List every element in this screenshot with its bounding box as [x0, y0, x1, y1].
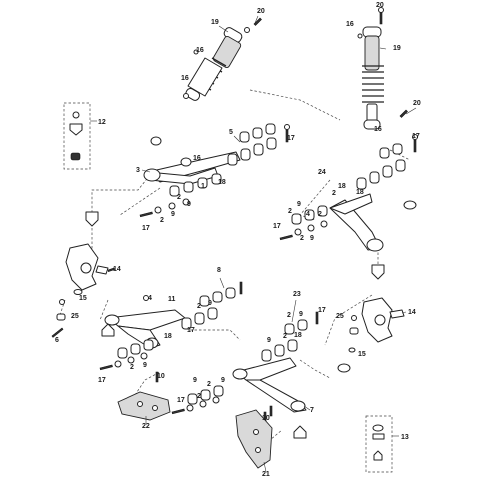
label-20b: 20 [376, 2, 384, 9]
detail-box-13 [365, 415, 399, 473]
label-9g: 9 [299, 311, 303, 318]
label-2g: 2 [197, 303, 201, 310]
label-2d: 2 [288, 208, 292, 215]
fasteners-left-knuckle [51, 289, 359, 353]
label-23: 23 [293, 291, 301, 298]
label-25a: 25 [71, 313, 79, 320]
label-22: 22 [142, 423, 150, 430]
label-5: 5 [229, 129, 233, 136]
label-17f: 17 [98, 377, 106, 384]
label-9c: 9 [297, 201, 301, 208]
label-9b: 9 [171, 211, 175, 218]
label-18a: 18 [218, 179, 226, 186]
label-3: 3 [136, 167, 140, 174]
label-21: 21 [262, 471, 270, 478]
lower-control-arm-right [232, 357, 307, 413]
label-19b: 19 [393, 45, 401, 52]
label-24: 24 [318, 169, 326, 176]
label-16d: 16 [374, 126, 382, 133]
label-14a: 14 [113, 266, 121, 273]
label-9a: 9 [187, 201, 191, 208]
label-9h: 9 [267, 337, 271, 344]
label-20c: 20 [413, 100, 421, 107]
label-18b: 18 [338, 183, 346, 190]
label-16a: 16 [196, 47, 204, 54]
label-20a: 20 [257, 8, 265, 15]
label-2h: 2 [130, 364, 134, 371]
shock-absorber-left [183, 17, 262, 101]
label-12: 12 [98, 119, 106, 126]
label-2i: 2 [287, 312, 291, 319]
skid-plate-right [235, 405, 273, 469]
steering-knuckle-left [65, 243, 115, 291]
assembly-dashed-lines [59, 89, 411, 441]
label-25b: 25 [336, 313, 344, 320]
skid-plate-left [117, 391, 171, 421]
label-9e: 9 [208, 300, 212, 307]
label-18c: 18 [356, 189, 364, 196]
label-10a: 10 [157, 373, 165, 380]
label-7: 7 [310, 407, 314, 414]
label-16e: 16 [193, 155, 201, 162]
label-9d: 9 [310, 235, 314, 242]
label-2a: 2 [177, 194, 181, 201]
label-17g: 17 [318, 307, 326, 314]
label-9i: 9 [221, 377, 225, 384]
steering-knuckle-right [361, 297, 405, 343]
label-4: 4 [306, 211, 310, 218]
label-2f: 2 [300, 235, 304, 242]
bushings-lower-left [99, 281, 243, 383]
label-19a: 19 [211, 19, 219, 26]
label-6: 6 [55, 337, 59, 344]
label-1: 1 [201, 183, 205, 190]
label-2k: 2 [207, 381, 211, 388]
shock-absorber-right [357, 7, 408, 130]
label-16b: 16 [181, 75, 189, 82]
bushings-lower-right [171, 311, 351, 425]
label-leaders [108, 15, 417, 473]
label-17a: 17 [412, 133, 420, 140]
label-2c: 2 [332, 190, 336, 197]
label-2b: 2 [160, 217, 164, 224]
bushings-upper-right [279, 134, 418, 241]
label-13: 13 [401, 434, 409, 441]
bushings-upper-left [139, 123, 290, 218]
upper-control-arm-right [329, 193, 384, 252]
label-15a: 15 [79, 295, 87, 302]
label-17c: 17 [142, 225, 150, 232]
ball-joints [85, 211, 385, 439]
label-16c: 16 [346, 21, 354, 28]
label-17h: 17 [177, 397, 185, 404]
label-9j: 9 [193, 377, 197, 384]
label-9f: 9 [143, 362, 147, 369]
label-17e: 17 [187, 327, 195, 334]
label-2e: 2 [318, 211, 322, 218]
label-17d: 17 [273, 223, 281, 230]
label-18e: 18 [294, 332, 302, 339]
label-11: 11 [168, 296, 176, 303]
label-4b: 4 [148, 295, 152, 302]
label-14b: 14 [408, 309, 416, 316]
label-17b: 17 [287, 135, 295, 142]
label-10b: 10 [262, 415, 270, 422]
label-2j: 2 [283, 333, 287, 340]
part-number-labels: 20 19 16 16 20 16 19 20 16 17 12 5 17 16… [55, 2, 421, 478]
detail-box-12 [63, 102, 97, 170]
label-8: 8 [217, 267, 221, 274]
label-18d: 18 [164, 333, 172, 340]
label-2l: 2 [197, 393, 201, 400]
label-15b: 15 [358, 351, 366, 358]
